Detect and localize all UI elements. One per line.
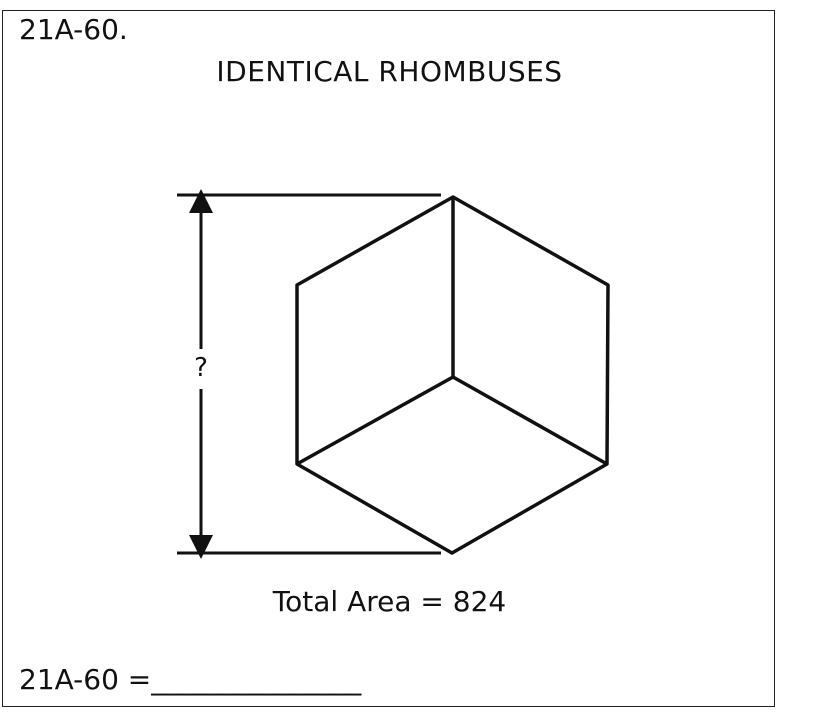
- total-area-label: Total Area = 824: [272, 585, 507, 618]
- answer-line: 21A-60 =_______________: [19, 663, 362, 696]
- hexagon-outline: [295, 195, 610, 555]
- rhombus-edge-right: [452, 375, 608, 466]
- problem-card: 21A-60. IDENTICAL RHOMBUSES ? Total Area…: [2, 10, 775, 707]
- problem-title: IDENTICAL RHOMBUSES: [216, 55, 563, 88]
- rhombus-edge-left: [296, 375, 454, 466]
- problem-id: 21A-60.: [19, 13, 128, 46]
- unknown-height-label: ?: [194, 353, 208, 383]
- rhombus-figure: ?: [177, 189, 610, 559]
